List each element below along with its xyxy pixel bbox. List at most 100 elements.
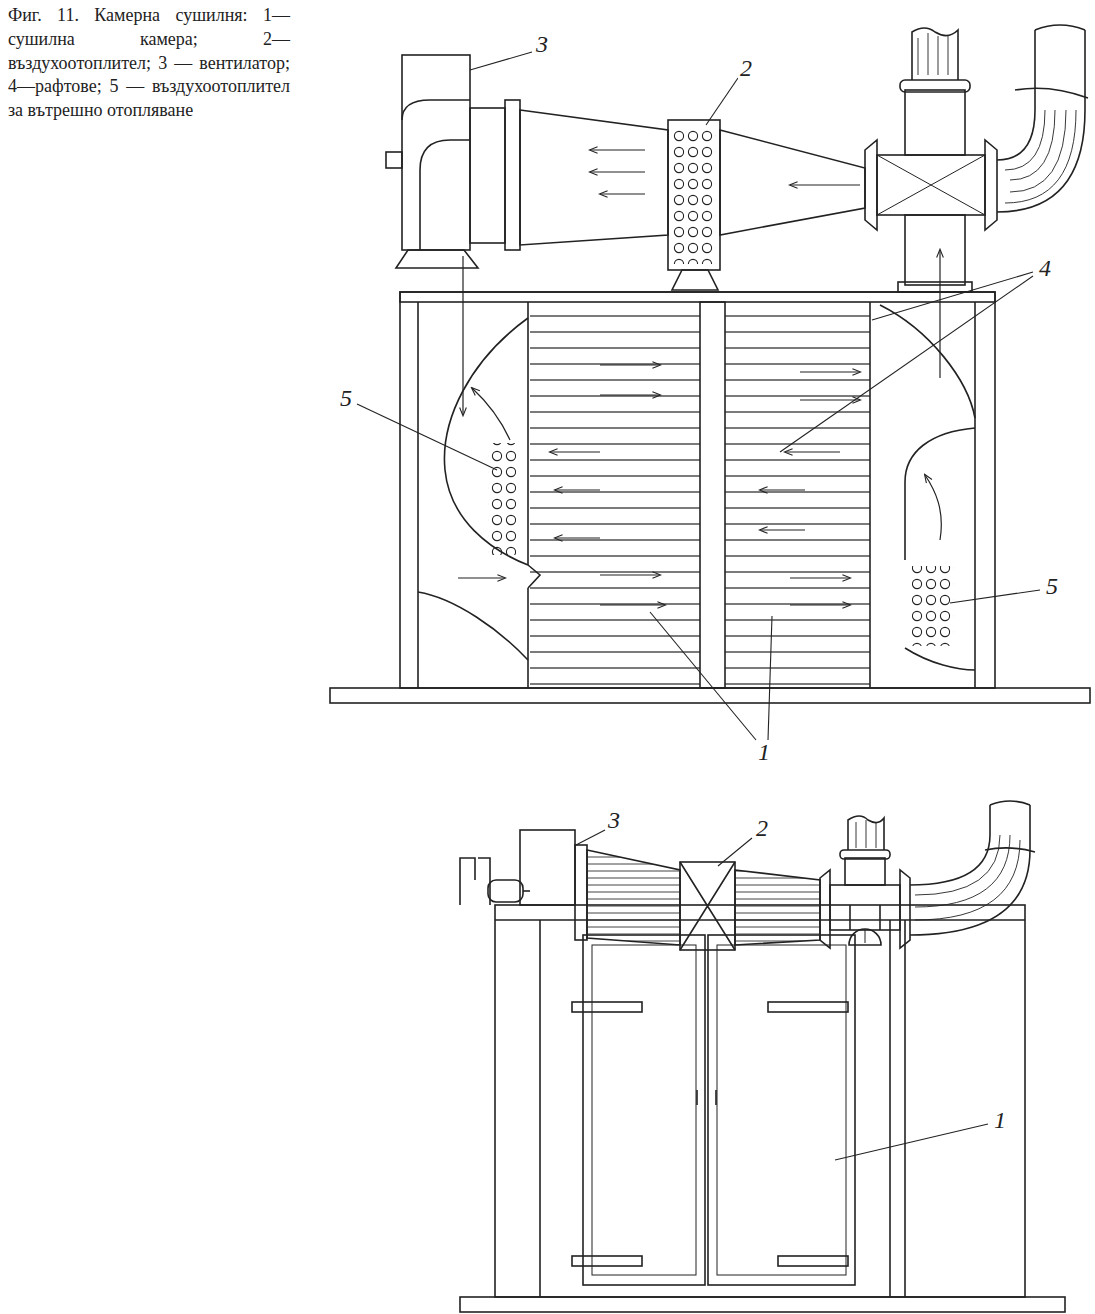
- post: [904, 920, 906, 1297]
- flow-arrow: [600, 193, 645, 194]
- pipe-collar: [900, 80, 970, 92]
- diffuser: [520, 110, 668, 245]
- door-panel: [717, 945, 846, 1275]
- flow-arrow: [550, 451, 600, 452]
- shelves: [725, 315, 870, 685]
- flange: [820, 870, 830, 948]
- flange: [985, 140, 997, 230]
- baffle: [880, 305, 975, 418]
- baffle: [528, 565, 540, 588]
- leader-line: [780, 276, 1033, 452]
- fan-flange: [396, 250, 478, 268]
- duct: [587, 850, 680, 945]
- leader-line: [650, 612, 756, 740]
- heater-stand: [672, 270, 718, 290]
- pipe-shading: [915, 835, 1020, 920]
- leader-line: [576, 830, 605, 845]
- flow-arrow: [600, 604, 665, 605]
- intake-elbow: [997, 30, 1085, 212]
- callout-number: 1: [756, 740, 772, 764]
- callout-number: 2: [754, 816, 770, 840]
- pipe-shading: [856, 820, 876, 848]
- flange: [865, 140, 877, 230]
- intake-elbow: [910, 805, 990, 885]
- door-panel: [592, 945, 696, 1275]
- airflow-arrows: [458, 150, 941, 605]
- flow-arrow: [555, 489, 600, 490]
- pipe-collar: [898, 282, 972, 292]
- cross-fitting: [877, 155, 985, 215]
- flow-arrow: [790, 604, 850, 605]
- chamber-top: [400, 292, 995, 302]
- door-handle: [696, 1090, 698, 1105]
- post: [539, 920, 541, 1297]
- front-view: [460, 801, 1065, 1312]
- intake-elbow: [997, 30, 1035, 160]
- post: [417, 302, 419, 688]
- base-plate: [330, 688, 1090, 703]
- duct: [735, 870, 820, 945]
- flow-arrow: [939, 250, 940, 378]
- pipe-collar: [1015, 25, 1088, 98]
- chamber-frame: [400, 292, 995, 688]
- heater-tubes: [912, 566, 954, 646]
- door: [708, 935, 855, 1285]
- callout-number: 4: [1037, 256, 1053, 280]
- up-pipe: [845, 858, 885, 885]
- flow-arrow: [555, 537, 600, 538]
- base-plate: [460, 1297, 1065, 1312]
- callout-number: 5: [1044, 574, 1060, 598]
- pipe-shading: [918, 33, 948, 75]
- wall: [527, 588, 529, 688]
- heater-tubes: [488, 443, 516, 555]
- flow-arrow: [800, 399, 860, 400]
- fan-scroll: [420, 140, 470, 250]
- fan-shaft: [386, 152, 402, 168]
- callout-number: 2: [738, 56, 754, 80]
- heater-cross: [680, 862, 735, 950]
- leader-line: [835, 1124, 988, 1160]
- partition: [700, 302, 725, 688]
- hinge: [572, 1002, 642, 1012]
- leader-line: [718, 838, 752, 866]
- flow-arrow: [925, 475, 941, 540]
- leader-lines: [357, 52, 1040, 1160]
- up-pipe: [905, 90, 965, 155]
- baffle: [444, 318, 528, 565]
- intake-elbow: [910, 805, 1030, 935]
- motor-frame: [460, 858, 490, 905]
- down-pipe: [905, 215, 965, 285]
- fan-scroll: [402, 100, 470, 120]
- fan-housing: [402, 55, 470, 250]
- flow-arrow: [590, 171, 645, 172]
- door: [583, 935, 705, 1285]
- exhaust-pipe: [848, 816, 884, 850]
- flow-arrow: [458, 577, 505, 578]
- pipe-collar: [840, 850, 890, 859]
- down-pipe: [850, 905, 880, 930]
- flange: [900, 870, 910, 948]
- damper: [877, 155, 985, 215]
- gauge-needle: [865, 930, 866, 943]
- shelves: [530, 315, 700, 685]
- flow-arrow: [785, 451, 840, 452]
- figure-caption: Фиг. 11. Камерна сушилня: 1—сушилна каме…: [8, 4, 290, 123]
- hinge: [572, 1256, 642, 1266]
- cross-fitting: [830, 885, 900, 930]
- leader-line: [470, 52, 532, 70]
- gauge: [849, 929, 881, 945]
- exhaust-pipe: [912, 28, 958, 80]
- cabinet: [495, 905, 1025, 1297]
- flange: [505, 100, 520, 250]
- flange: [575, 845, 587, 940]
- baffle: [905, 428, 975, 560]
- baffle: [418, 592, 528, 660]
- leader-line: [706, 78, 738, 125]
- post: [889, 920, 891, 1297]
- door-handle: [715, 1090, 717, 1105]
- baffle: [905, 648, 975, 670]
- flow-arrow: [800, 371, 860, 372]
- air-heater: [680, 862, 735, 950]
